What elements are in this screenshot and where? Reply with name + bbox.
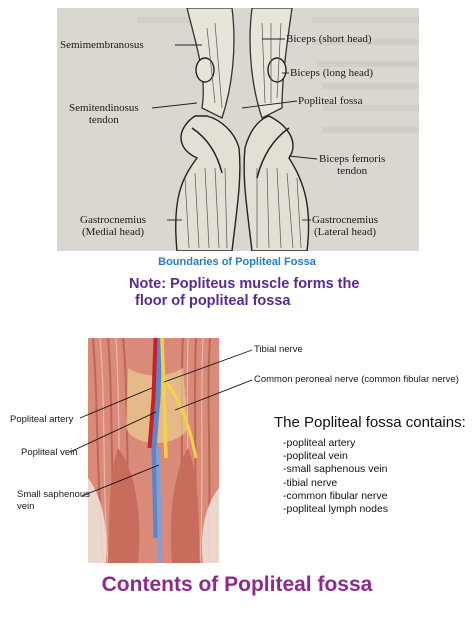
label-biceps-short-head: Biceps (short head) <box>286 33 372 45</box>
label-biceps-long-head: Biceps (long head) <box>290 67 374 79</box>
label-gastrocnemius-medial: Gastrocnemius (Medial head) <box>80 214 146 238</box>
list-item: -popliteal vein <box>283 450 348 463</box>
contents-heading: The Popliteal fossa contains: <box>274 414 466 431</box>
label-popliteal-fossa: Popliteal fossa <box>298 95 363 107</box>
label-gastrocnemius-lateral: Gastrocnemius (Lateral head) <box>312 214 378 238</box>
contents-list: -popliteal artery -popliteal vein -small… <box>283 437 388 516</box>
label-popliteal-artery: Popliteal artery <box>10 414 74 425</box>
label-common-peroneal-nerve: Common peroneal nerve (common fibular ne… <box>254 374 459 385</box>
label-popliteal-vein: Popliteal vein <box>21 447 78 458</box>
note-line-2: floor of popliteal fossa <box>135 293 291 309</box>
contents-illustration <box>88 338 219 563</box>
list-item: -popliteal artery <box>283 437 356 449</box>
note-line-1: Note: Popliteus muscle forms the <box>129 276 360 292</box>
boundaries-caption: Boundaries of Popliteal Fossa <box>158 256 316 268</box>
list-item: -popliteal lymph nodes <box>283 503 389 516</box>
label-small-saphenous-vein: Small saphenous vein <box>17 489 90 512</box>
label-semitendinosus-tendon: Semitendinosus tendon <box>69 102 139 126</box>
boundaries-drawing <box>137 8 419 251</box>
contents-drawing <box>88 338 219 563</box>
page-title: Contents of Popliteal fossa <box>101 573 373 596</box>
list-item: -small saphenous vein <box>283 463 388 476</box>
list-item: -tibial nerve <box>283 476 338 489</box>
label-tibial-nerve: Tibial nerve <box>254 344 303 355</box>
list-item: -common fibular nerve <box>283 489 388 502</box>
label-semimembranosus: Semimembranosus <box>60 39 144 51</box>
boundaries-illustration: Semimembranosus Biceps (short head) Bice… <box>57 8 419 251</box>
top-leader-lines <box>151 38 318 221</box>
label-biceps-femoris-tendon: Biceps femoris tendon <box>319 153 386 177</box>
